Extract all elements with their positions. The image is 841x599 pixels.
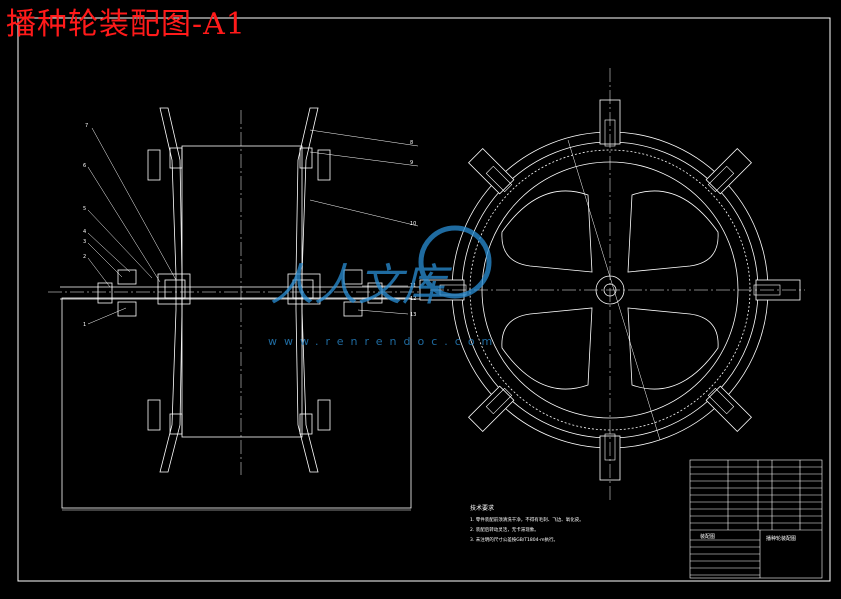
spoon-body: [705, 148, 752, 195]
note-line-1: 1. 零件装配前须清洗干净，不得有毛刺、飞边、氧化皮。: [470, 518, 584, 523]
right-bearing-top: [343, 269, 363, 285]
left-collar: [97, 282, 113, 304]
left-hub-bore: [164, 279, 186, 299]
right-collar: [367, 282, 383, 304]
left-bearing-bottom: [117, 301, 137, 317]
callout-right-3: 11: [410, 283, 416, 289]
callout-left-2: 5: [83, 206, 86, 212]
clamp-br: [299, 413, 313, 435]
spoon-clamp: [753, 284, 781, 296]
window-ne: [627, 190, 719, 273]
watermark-brand: 人人文库: [270, 260, 453, 311]
spoon-tl: [147, 149, 161, 181]
left-disk: [159, 107, 183, 473]
callout-right-5: 13: [410, 312, 416, 318]
sheet-border: [17, 17, 831, 582]
window-se: [627, 307, 719, 390]
seed-spoon: [468, 148, 515, 195]
title-block-label: 装配图: [700, 533, 715, 540]
title-block: [689, 459, 823, 579]
spoon-clamp: [707, 165, 735, 193]
spoon-body: [468, 385, 515, 432]
right-disk: [295, 107, 319, 473]
callout-right-4: 12: [410, 296, 416, 302]
callout-right-0: 8: [410, 140, 413, 146]
right-bearing-bottom: [343, 301, 363, 317]
outline-frame: [61, 297, 412, 509]
watermark-logo-icon: [418, 225, 492, 299]
spoon-br: [317, 399, 331, 431]
callout-left-6: 1: [83, 322, 86, 328]
left-hub: [157, 273, 191, 305]
sectional-view: [60, 107, 420, 511]
right-hub: [287, 273, 321, 305]
spoon-tr: [317, 149, 331, 181]
callout-left-4: 3: [83, 239, 86, 245]
spoon-body: [468, 148, 515, 195]
callout-right-2: 10: [410, 221, 416, 227]
callout-left-1: 6: [83, 163, 86, 169]
spoon-clamp: [485, 387, 513, 415]
callout-left-5: 2: [83, 254, 86, 260]
right-hub-bore: [292, 279, 314, 299]
callout-left-0: 7: [85, 123, 88, 129]
window-nw: [501, 190, 593, 273]
section-line: [567, 139, 661, 441]
drawing-title: 播种轮装配图-A1: [6, 7, 246, 42]
left-bearing-top: [117, 269, 137, 285]
watermark-url: www.renrendoc.com: [268, 335, 499, 348]
callout-right-1: 9: [410, 160, 413, 166]
leader-lines: [87, 127, 419, 325]
clamp-tr: [299, 147, 313, 169]
title-block-frame: [689, 459, 823, 579]
seed-spoon: [705, 385, 752, 432]
spoon-clamp: [707, 387, 735, 415]
watermark: 人人文库 www.renrendoc.com: [268, 225, 499, 348]
clamp-tl: [169, 147, 183, 169]
spoon-bl: [147, 399, 161, 431]
spoon-clamp: [485, 165, 513, 193]
window-sw: [501, 307, 593, 390]
callout-left-3: 4: [83, 229, 86, 235]
spoon-body: [705, 385, 752, 432]
seed-spoon: [468, 385, 515, 432]
note-line-3: 3. 未注明的尺寸公差按GB/T1804-m执行。: [470, 538, 559, 543]
notes-heading: 技术要求: [470, 505, 495, 512]
callout-labels: 7 6 5 4 3 2 1 8 9 10 11 12 13: [83, 123, 416, 328]
note-line-2: 2. 装配后转动灵活，无卡滞现象。: [470, 528, 539, 533]
seed-spoon: [705, 148, 752, 195]
seed-spoon: [599, 433, 621, 481]
clamp-bl: [169, 413, 183, 435]
spoon-group: [419, 99, 801, 481]
title-block-drawing-name: 播种轮装配图: [766, 535, 796, 542]
